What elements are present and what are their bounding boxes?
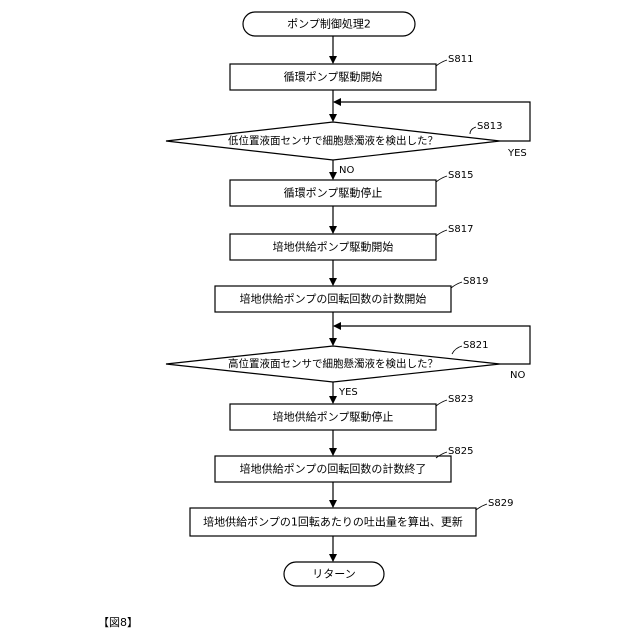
step-s821-label: 高位置液面センサで細胞懸濁液を検出した？: [228, 357, 438, 370]
branch-s821-no: NO: [510, 370, 525, 381]
branch-s813-no: NO: [339, 165, 354, 176]
leader-s815: [436, 176, 447, 182]
step-s817-id: S817: [448, 224, 473, 235]
leader-s817: [436, 230, 447, 236]
leader-s821: [452, 346, 462, 354]
step-s825-label: 培地供給ポンプの回転回数の計数終了: [240, 462, 427, 476]
step-s819-id: S819: [463, 276, 488, 287]
step-s823-id: S823: [448, 394, 473, 405]
step-s819-label: 培地供給ポンプの回転回数の計数開始: [240, 292, 427, 306]
leader-s823: [436, 400, 447, 406]
step-s815-label: 循環ポンプ駆動停止: [284, 186, 383, 200]
step-s821-id: S821: [463, 340, 488, 351]
step-s829-label: 培地供給ポンプの1回転あたりの吐出量を算出、更新: [203, 515, 463, 529]
leader-s829: [476, 504, 487, 510]
step-s813-id: S813: [477, 121, 502, 132]
figure-caption: 【図8】: [98, 614, 138, 630]
step-s811-label: 循環ポンプ駆動開始: [284, 70, 383, 84]
branch-s821-yes: YES: [338, 387, 358, 398]
step-s811-id: S811: [448, 54, 473, 65]
leader-s825: [436, 452, 447, 458]
branch-s813-yes: YES: [507, 148, 527, 159]
leader-s813: [470, 127, 476, 134]
leader-s819: [451, 282, 462, 288]
start-label: ポンプ制御処理2: [287, 17, 371, 31]
step-s825-id: S825: [448, 446, 473, 457]
step-s815-id: S815: [448, 170, 473, 181]
end-label: リターン: [312, 568, 355, 581]
leader-s811: [436, 60, 447, 66]
step-s823-label: 培地供給ポンプ駆動停止: [273, 410, 394, 424]
step-s813-label: 低位置液面センサで細胞懸濁液を検出した？: [228, 134, 438, 147]
step-s829-id: S829: [488, 498, 513, 509]
step-s817-label: 培地供給ポンプ駆動開始: [273, 240, 394, 254]
